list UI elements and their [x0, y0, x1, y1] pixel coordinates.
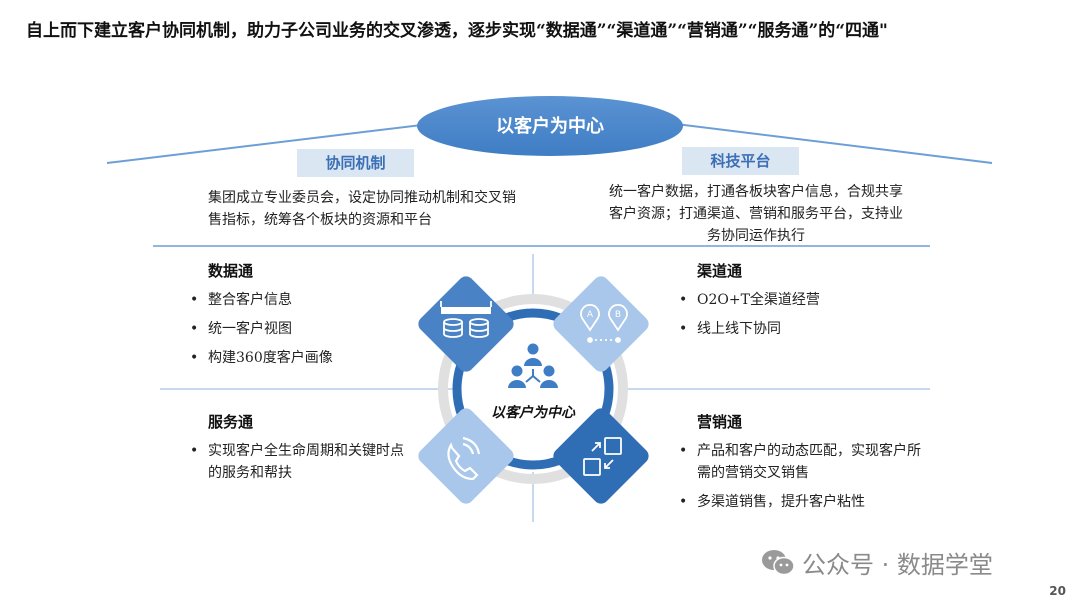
top-ellipse [417, 96, 683, 156]
quadrant-service: 服务通 实现客户全生命周期和关键时点的服务和帮扶 [190, 411, 408, 491]
diamond-channel [553, 276, 649, 372]
phone-icon [447, 436, 481, 481]
list-item: 整合客户信息 [190, 289, 448, 311]
center-label: 以客户为中心 [491, 405, 575, 421]
page-title: 自上而下建立客户协同机制，助力子公司业务的交叉渗透，逐步实现“数据通”“渠道通”… [26, 21, 888, 41]
list-item: O2O+T全渠道经营 [679, 289, 937, 311]
svg-text:A: A [587, 310, 594, 320]
quadrant-service-title: 服务通 [208, 413, 254, 431]
outer-ring [438, 294, 628, 484]
quadrant-marketing-title: 营销通 [697, 413, 743, 431]
watermark: 公众号 · 数据学堂 [760, 546, 993, 579]
quadrant-channel-title: 渠道通 [697, 262, 743, 280]
blue-ring [452, 308, 614, 470]
diamond-marketing [553, 408, 649, 504]
label-tech-platform: 科技平台 [682, 147, 799, 175]
list-item: 实现客户全生命周期和关键时点的服务和帮扶 [190, 440, 408, 484]
svg-text:B: B [615, 310, 621, 320]
list-item: 线上线下协同 [679, 318, 937, 340]
quadrant-service-list: 实现客户全生命周期和关键时点的服务和帮扶 [190, 440, 408, 484]
watermark-text: 公众号 · 数据学堂 [802, 550, 993, 579]
list-item: 产品和客户的动态匹配，实现客户所需的营销交叉销售 [679, 440, 927, 484]
quadrant-marketing-list: 产品和客户的动态匹配，实现客户所需的营销交叉销售 多渠道销售，提升客户粘性 [679, 440, 927, 513]
map-pins-icon: A B [580, 304, 628, 343]
top-ellipse-label: 以客户为中心 [496, 116, 604, 137]
tech-platform-desc: 统一客户数据，打通各板块客户信息，合规共享客户资源；打通渠道、营销和服务平台，支… [609, 184, 903, 244]
roof-line-left [106, 123, 431, 164]
list-item: 统一客户视图 [190, 318, 448, 340]
list-item: 多渠道销售，提升客户粘性 [679, 491, 927, 513]
page-number: 20 [1049, 584, 1066, 598]
connector-icon [525, 369, 541, 383]
quadrant-channel: 渠道通 O2O+T全渠道经营 线上线下协同 [679, 260, 937, 347]
quadrant-channel-list: O2O+T全渠道经营 线上线下协同 [679, 289, 937, 340]
coordination-mechanism-desc: 集团成立专业委员会，设定协同推动机制和交叉销售指标，统筹各个板块的资源和平台 [208, 190, 516, 228]
people-icon [508, 343, 558, 388]
quadrant-data: 数据通 整合客户信息 统一客户视图 构建360度客户画像 [190, 260, 448, 376]
quadrant-data-title: 数据通 [208, 262, 254, 280]
wechat-icon [762, 550, 795, 576]
label-coordination-mechanism: 协同机制 [297, 149, 414, 177]
center-disc [463, 319, 603, 459]
quadrant-marketing: 营销通 产品和客户的动态匹配，实现客户所需的营销交叉销售 多渠道销售，提升客户粘… [679, 411, 927, 520]
quadrant-data-list: 整合客户信息 统一客户视图 构建360度客户画像 [190, 289, 448, 369]
list-item: 构建360度客户画像 [190, 347, 448, 369]
roof-line-right [675, 123, 993, 164]
expand-icon [583, 437, 622, 476]
diamond-service [418, 408, 514, 504]
